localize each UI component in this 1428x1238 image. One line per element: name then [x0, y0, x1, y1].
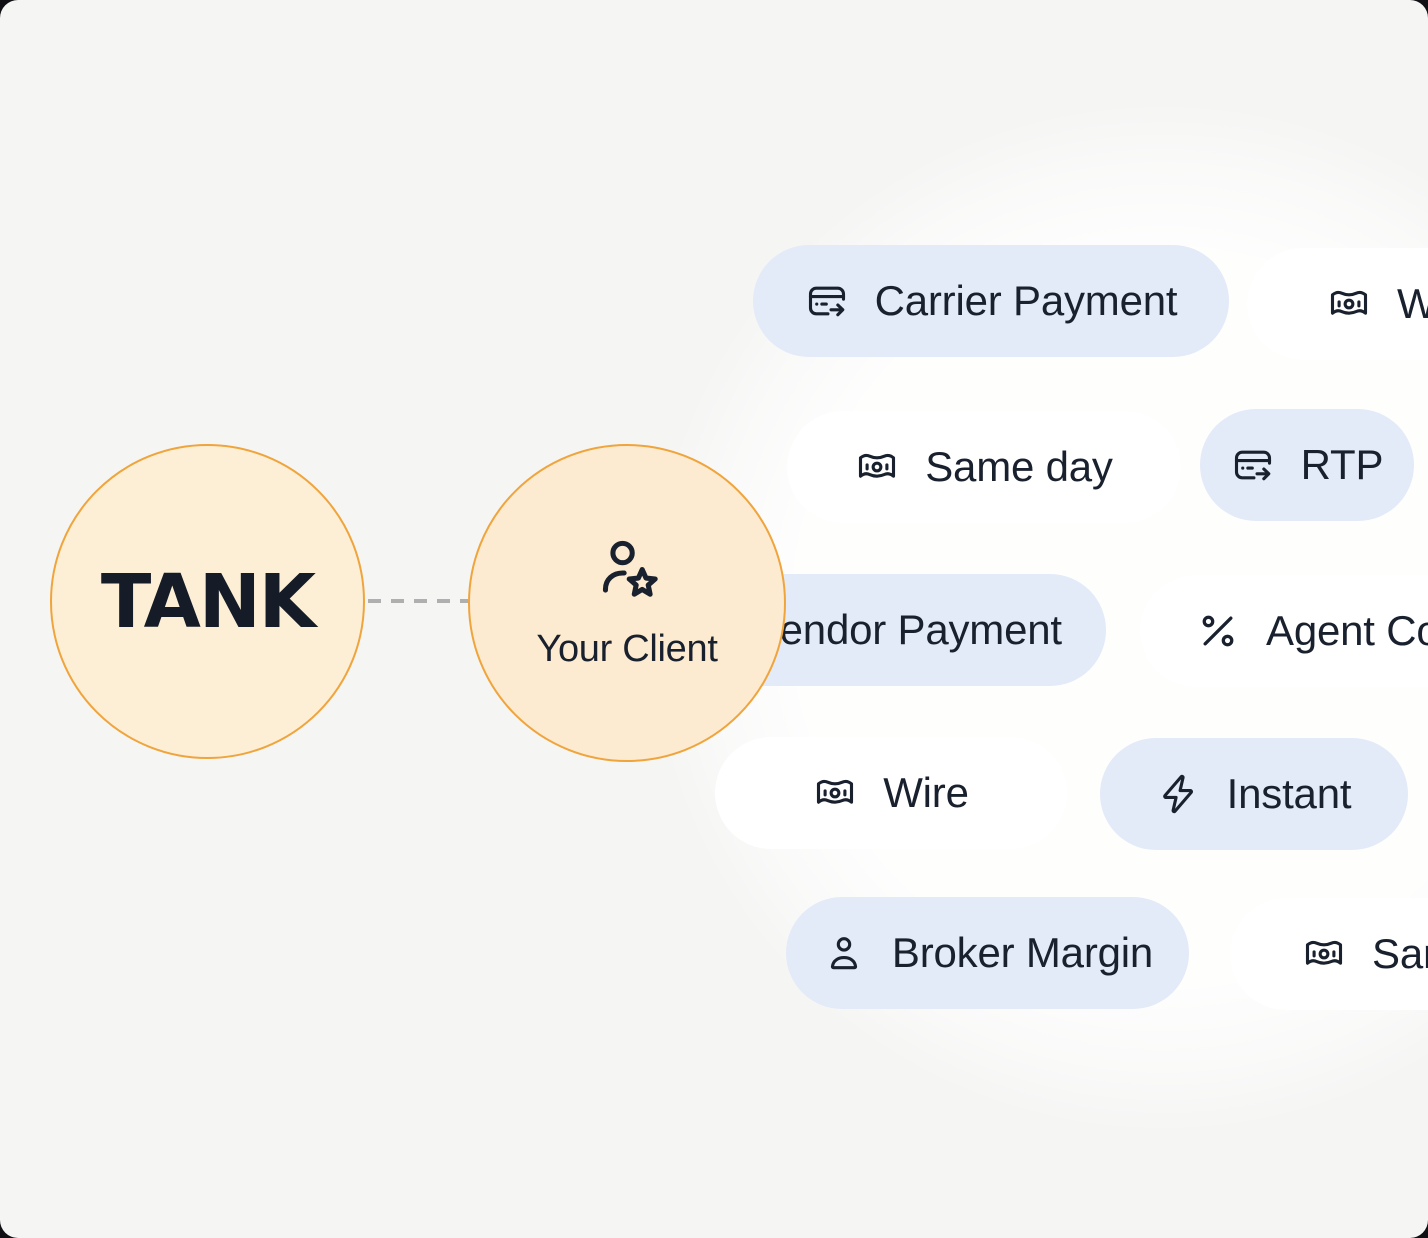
pill-agent-commission: Agent Commission	[1140, 575, 1428, 687]
user-star-icon	[589, 535, 665, 611]
card-send-icon	[1231, 443, 1275, 487]
pill-same-day: Same day	[787, 411, 1181, 523]
pill-label: Vendor Payment	[754, 606, 1062, 653]
percent-icon	[1196, 609, 1240, 653]
pill-label: RTP	[1300, 441, 1384, 488]
pill-label: Agent Commission	[1266, 607, 1428, 654]
pill-wire-top: Wire	[1247, 248, 1428, 360]
tank-node: TANK	[50, 444, 365, 759]
pill-label: Broker Margin	[891, 929, 1154, 976]
connector-dashed-line	[368, 599, 468, 603]
pill-label: Wire	[883, 769, 969, 816]
pill-broker-margin: Broker Margin	[786, 897, 1189, 1009]
banknote-icon	[1327, 282, 1371, 326]
pill-label: Instant	[1226, 770, 1352, 817]
pill-label: Wire	[1397, 280, 1428, 327]
banknote-icon	[813, 771, 857, 815]
pill-instant: Instant	[1100, 738, 1408, 850]
client-label: Your Client	[536, 628, 718, 671]
pill-wire: Wire	[715, 737, 1067, 849]
tank-logo: TANK	[100, 558, 316, 645]
pill-label: Same day	[925, 443, 1113, 490]
card-send-icon	[805, 279, 849, 323]
pill-label: Same day	[1372, 930, 1428, 977]
pill-rtp: RTP	[1200, 409, 1414, 521]
pill-same-day-2: Same day	[1230, 898, 1428, 1010]
pill-label: Carrier Payment	[874, 277, 1178, 324]
zap-icon	[1157, 772, 1201, 816]
user-icon	[822, 931, 866, 975]
pill-carrier-payment: Carrier Payment	[753, 245, 1229, 357]
banknote-icon	[1302, 932, 1346, 976]
banknote-icon	[855, 445, 899, 489]
client-node: Your Client	[468, 444, 786, 762]
